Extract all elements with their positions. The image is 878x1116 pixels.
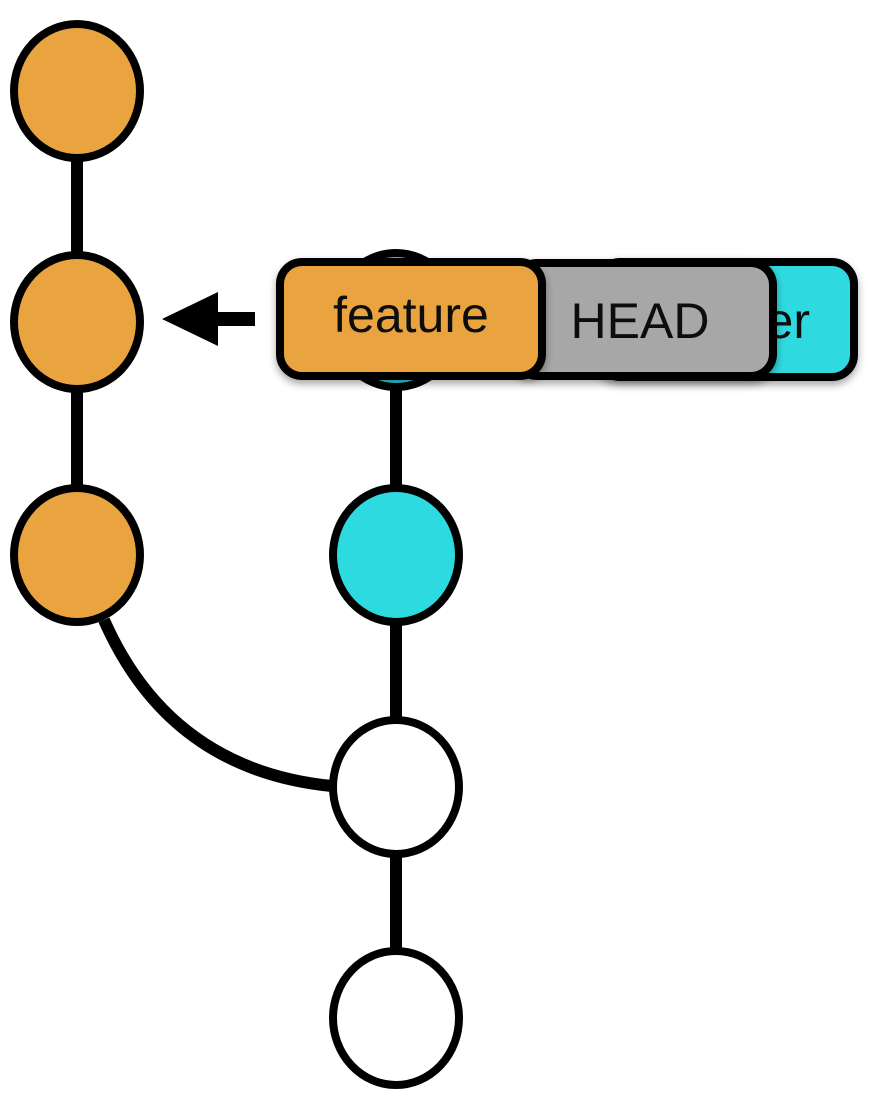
arrow-left-icon — [162, 292, 255, 346]
commit-b1 — [329, 716, 463, 858]
feature-label-text: feature — [333, 287, 489, 343]
commit-f2 — [10, 251, 144, 393]
feature-label: feature — [276, 258, 546, 380]
commit-b2 — [329, 947, 463, 1089]
edge-f3-b1 — [98, 617, 333, 792]
head-label-text: HEAD — [571, 293, 710, 349]
commit-f3 — [10, 484, 144, 626]
commit-f1 — [10, 20, 144, 162]
head-label: HEAD — [511, 259, 777, 380]
commit-m1 — [329, 484, 463, 626]
commit-edges — [71, 150, 402, 952]
